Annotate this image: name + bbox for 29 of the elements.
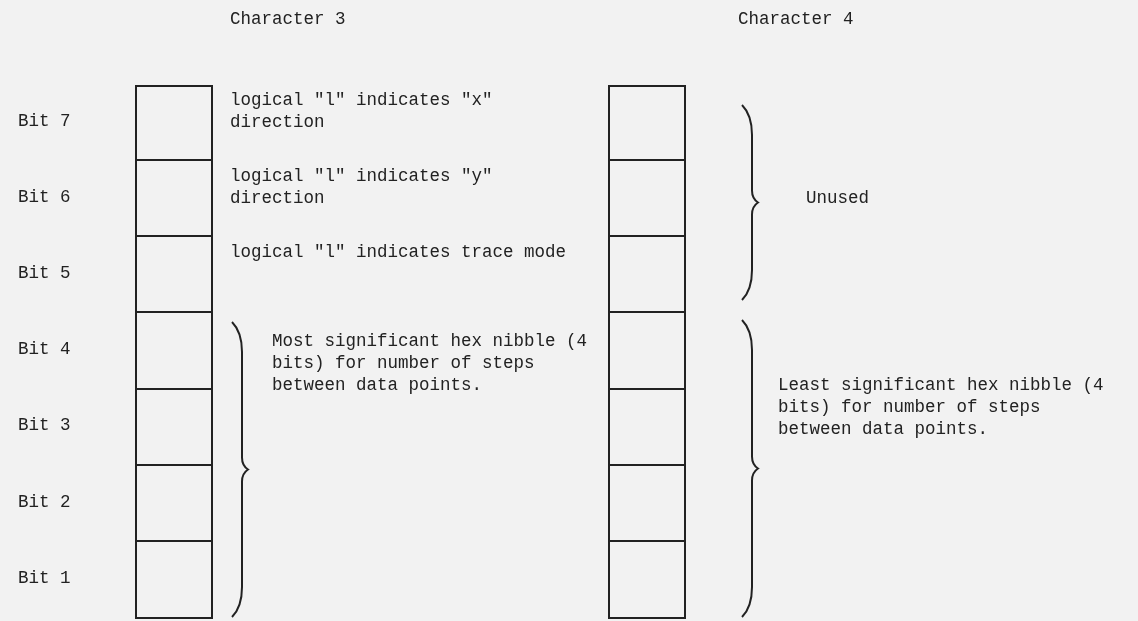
bit-cell <box>135 540 213 620</box>
bit-cell <box>135 464 213 543</box>
bit-cell <box>608 85 686 162</box>
field-description: Most significant hex nibble (4 bits) for number of steps between data points. <box>272 330 589 396</box>
bit-label: Bit 7 <box>18 110 72 132</box>
bit-cell <box>135 85 213 162</box>
bit-label: Bit 4 <box>18 338 72 360</box>
bit-description: logical "l" indicates "x" direction <box>230 89 494 133</box>
bit-cell <box>135 158 213 238</box>
field-description: Unused <box>806 187 870 209</box>
bit-label: Bit 1 <box>18 567 72 589</box>
bit-cell <box>135 235 213 314</box>
bit-cell <box>608 387 686 467</box>
bit-label: Bit 3 <box>18 414 72 436</box>
bit-cell <box>135 387 213 467</box>
bit-cell <box>608 235 686 314</box>
bit-cell <box>608 311 686 391</box>
bit-label: Bit 2 <box>18 491 72 513</box>
field-description: Least significant hex nibble (4 bits) for number of steps between data points. <box>778 374 1105 440</box>
bit-cell <box>608 540 686 620</box>
column-heading: Character 3 <box>230 8 347 30</box>
bit-cell <box>608 464 686 543</box>
column-heading: Character 4 <box>738 8 855 30</box>
bit-cell <box>135 311 213 391</box>
bit-description: logical "l" indicates trace mode <box>230 241 568 263</box>
bit-label: Bit 5 <box>18 262 72 284</box>
bit-label: Bit 6 <box>18 186 72 208</box>
bit-description: logical "l" indicates "y" direction <box>230 165 494 209</box>
bit-cell <box>608 158 686 238</box>
